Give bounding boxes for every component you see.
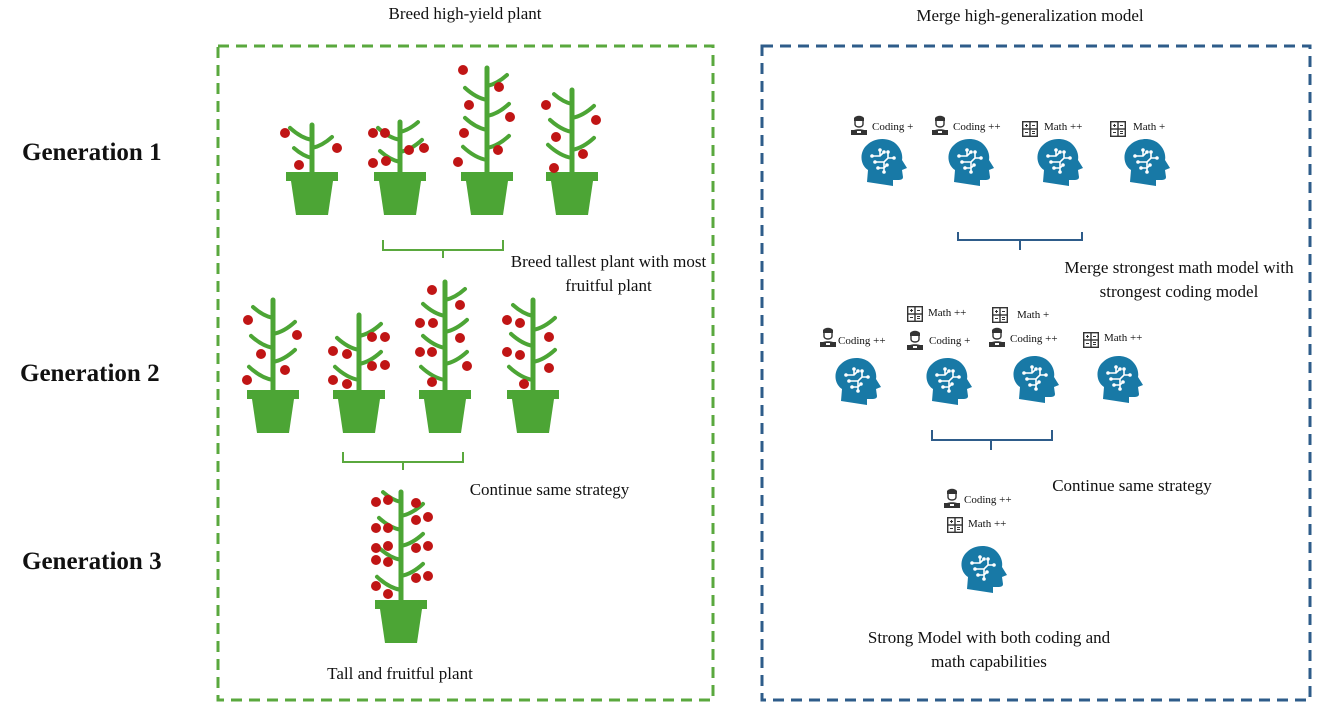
person-laptop-icon <box>820 327 836 347</box>
person-laptop-icon <box>851 115 867 135</box>
skill-label: Math ++ <box>1044 121 1083 133</box>
potted-plant-icon <box>415 279 472 433</box>
skill-label: Math ++ <box>1104 332 1143 344</box>
calculator-icon <box>1109 120 1127 138</box>
skill-label: Math + <box>1017 309 1050 321</box>
calculator-icon <box>946 516 964 534</box>
person-laptop-icon <box>907 330 923 350</box>
brain-head-icon <box>1037 139 1083 186</box>
right-bracket-1 <box>957 232 1083 250</box>
potted-plant-icon <box>368 119 429 215</box>
generation-1-label: Generation 1 <box>22 139 162 166</box>
brain-head-icon <box>1124 139 1170 186</box>
potted-plant-icon <box>541 87 601 215</box>
potted-plant-icon <box>371 489 433 643</box>
potted-plant-icon <box>242 297 302 433</box>
calculator-icon <box>991 306 1009 324</box>
skill-label: Coding ++ <box>953 121 1001 133</box>
brain-head-icon <box>948 139 994 186</box>
potted-plant-icon <box>280 122 342 215</box>
person-laptop-icon <box>944 488 960 508</box>
brain-head-icon <box>861 139 907 186</box>
skill-label: Coding ++ <box>1010 333 1058 345</box>
right-bracket-2 <box>931 430 1053 450</box>
skill-label: Coding + <box>929 335 971 347</box>
generation-2-label: Generation 2 <box>20 360 160 387</box>
potted-plant-icon <box>502 297 559 433</box>
brain-head-icon <box>1097 356 1143 403</box>
brain-head-icon <box>1013 356 1059 403</box>
brain-head-icon <box>926 358 972 405</box>
calculator-icon <box>1021 120 1039 138</box>
skill-label: Coding ++ <box>838 335 886 347</box>
potted-plant-icon <box>453 65 515 215</box>
breed-note: Breed tallest plant with most fruitful p… <box>510 252 707 295</box>
person-laptop-icon <box>932 115 948 135</box>
continue-note-right: Continue same strategy <box>1052 476 1212 495</box>
generation-3-label: Generation 3 <box>22 548 162 575</box>
calculator-icon <box>1082 331 1100 349</box>
brain-head-icon <box>835 358 881 405</box>
calculator-icon <box>906 305 924 323</box>
skill-label: Math ++ <box>968 518 1007 530</box>
brain-head-icon <box>961 546 1007 593</box>
left-panel-border <box>216 44 715 702</box>
left-bracket-1 <box>382 240 504 258</box>
continue-note-left: Continue same strategy <box>469 480 630 499</box>
potted-plant-icon <box>328 312 390 433</box>
skill-label: Math + <box>1133 121 1166 133</box>
skill-label: Coding + <box>872 121 914 133</box>
skill-label: Math ++ <box>928 307 967 319</box>
skill-label: Coding ++ <box>964 494 1012 506</box>
person-laptop-icon <box>989 327 1005 347</box>
left-bracket-2 <box>342 452 464 470</box>
right-panel-title: Merge high-generalization model <box>916 6 1144 25</box>
merge-note: Merge strongest math model with stronges… <box>1064 258 1294 301</box>
left-panel-title: Breed high-yield plant <box>388 4 542 23</box>
result-note-right: Strong Model with both coding and math c… <box>867 628 1111 671</box>
right-panel-border <box>760 44 1312 702</box>
result-note-left: Tall and fruitful plant <box>327 664 473 683</box>
